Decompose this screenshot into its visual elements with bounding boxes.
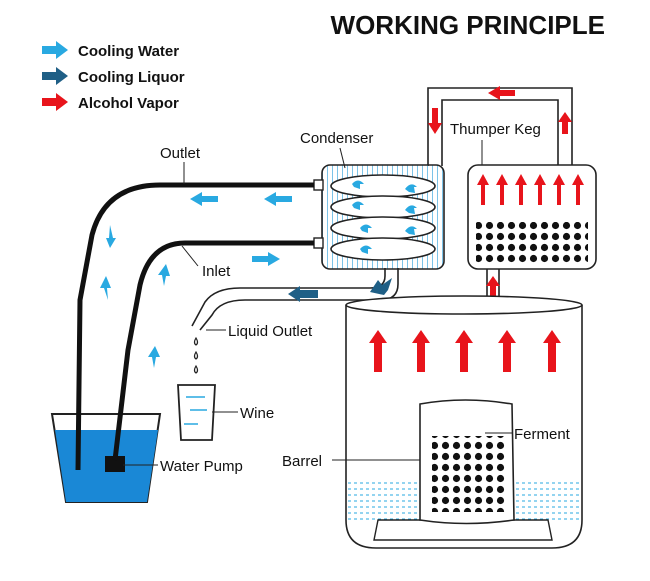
label-liquid-outlet: Liquid Outlet — [228, 323, 313, 340]
flow-arrow-icon — [42, 41, 68, 59]
legend-item-alcohol-vapor: Alcohol Vapor — [42, 93, 179, 112]
thumper-keg — [467, 164, 597, 270]
wine-glass — [177, 384, 216, 441]
flow-arrow-icon — [252, 252, 280, 266]
flow-arrow-icon — [370, 278, 392, 295]
flow-arrow-icon — [190, 192, 218, 206]
flow-arrow-icon — [553, 174, 565, 205]
flow-arrow-icon — [428, 108, 442, 134]
flow-arrow-icon — [42, 67, 68, 85]
liquid-outlet-pipe — [191, 268, 399, 331]
label-outlet: Outlet — [160, 145, 201, 162]
condenser — [313, 164, 445, 270]
flow-arrow-icon — [498, 330, 516, 372]
flow-arrow-icon — [496, 174, 508, 205]
legend: Cooling Water Cooling Liquor Alcohol Vap… — [42, 41, 185, 112]
drops — [193, 336, 199, 374]
flow-arrow-icon — [572, 174, 584, 205]
flow-arrow-icon — [148, 346, 160, 368]
label-thumper-keg: Thumper Keg — [450, 121, 541, 138]
leader-lines — [123, 140, 512, 466]
label-ferment: Ferment — [514, 426, 571, 443]
flow-arrow-icon — [412, 330, 430, 372]
flow-arrow-icon — [42, 93, 68, 111]
label-wine: Wine — [240, 405, 274, 422]
inlet-hose — [112, 240, 314, 461]
legend-item-cooling-water: Cooling Water — [42, 41, 179, 60]
flow-arrow-icon — [100, 276, 111, 300]
label-condenser: Condenser — [300, 130, 373, 147]
flow-arrow-icon — [486, 276, 500, 300]
legend-item-cooling-liquor: Cooling Liquor — [42, 67, 185, 86]
legend-label: Alcohol Vapor — [78, 95, 179, 112]
label-inlet: Inlet — [202, 263, 231, 280]
flow-arrow-icon — [264, 192, 292, 206]
legend-label: Cooling Liquor — [78, 69, 185, 86]
flow-arrow-icon — [369, 330, 387, 372]
flow-arrow-icon — [106, 225, 116, 248]
flow-arrow-icon — [515, 174, 527, 205]
flow-arrow-icon — [158, 264, 170, 286]
flow-arrow-icon — [543, 330, 561, 372]
label-barrel: Barrel — [282, 453, 322, 470]
flow-arrow-icon — [558, 112, 572, 134]
flow-arrow-icon — [477, 174, 489, 205]
label-water-pump: Water Pump — [160, 458, 243, 475]
water-bucket — [50, 413, 162, 503]
flow-arrow-icon — [455, 330, 473, 372]
outlet-hose — [75, 182, 314, 471]
legend-label: Cooling Water — [78, 43, 179, 60]
flow-arrow-icon — [534, 174, 546, 205]
flow-arrow-icon — [288, 286, 318, 302]
ferment-bag — [419, 399, 515, 525]
flow-arrow-icon — [488, 86, 515, 100]
title: WORKING PRINCIPLE — [331, 10, 605, 40]
